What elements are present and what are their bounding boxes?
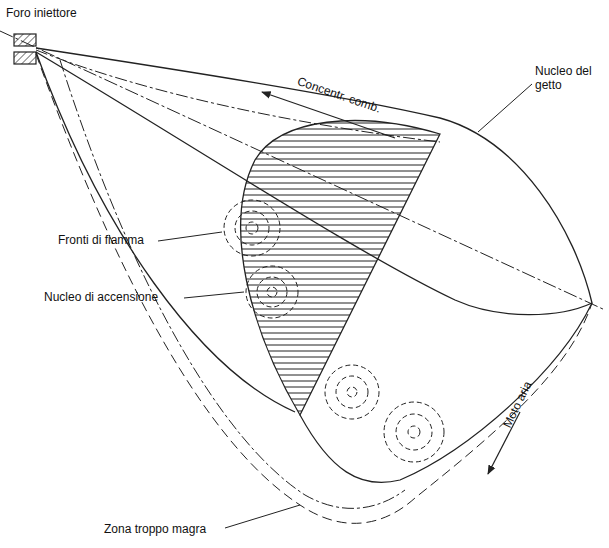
spray-upper-edge xyxy=(36,50,440,142)
ignition-core-label: Nucleo di accensione xyxy=(44,290,158,304)
lean-zone-label: Zona troppo magra xyxy=(104,522,206,536)
spray-lobe xyxy=(300,303,592,482)
spray-envelope xyxy=(36,54,592,523)
jet-core xyxy=(36,48,592,315)
injector-label: Foro iniettore xyxy=(6,6,77,20)
flame-front-label: Fronti di fiamma xyxy=(58,233,144,247)
leader-lines xyxy=(158,84,532,528)
lean-zone-edge xyxy=(60,60,405,508)
concentration-profile xyxy=(241,121,440,415)
flame-fronts xyxy=(224,200,444,462)
jet-core-label: Nucleo del getto xyxy=(535,64,605,92)
air-motion-label: Moto aria xyxy=(500,379,535,430)
concentration-label: Concentr. comb. xyxy=(295,74,382,116)
